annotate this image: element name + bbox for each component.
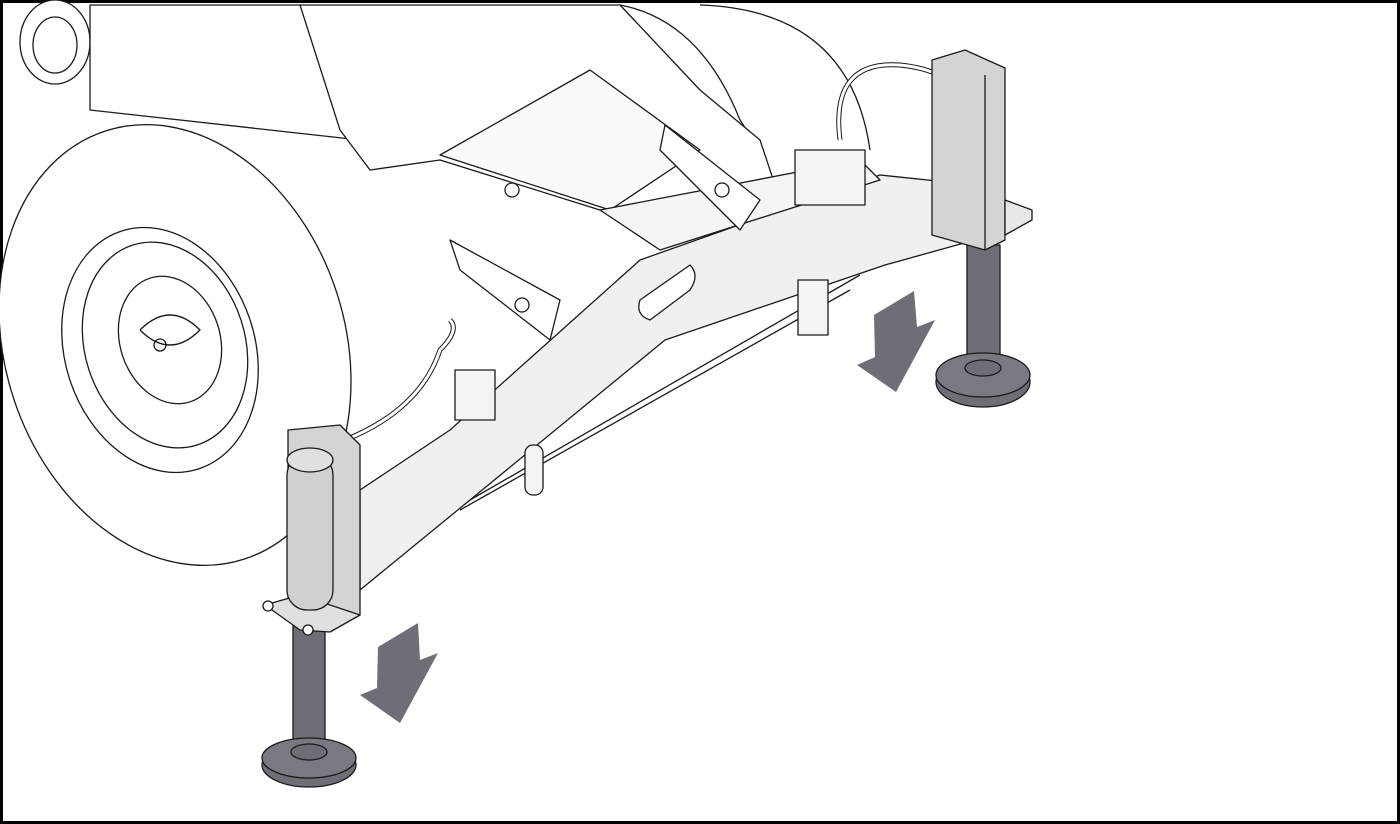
body-top (19, 0, 781, 241)
left-support-jack (261, 424, 361, 788)
right-support-jack (931, 49, 1033, 408)
front-wheel (0, 124, 352, 566)
lower-arrow-right (857, 291, 935, 392)
lower-arrow-left (360, 623, 438, 723)
